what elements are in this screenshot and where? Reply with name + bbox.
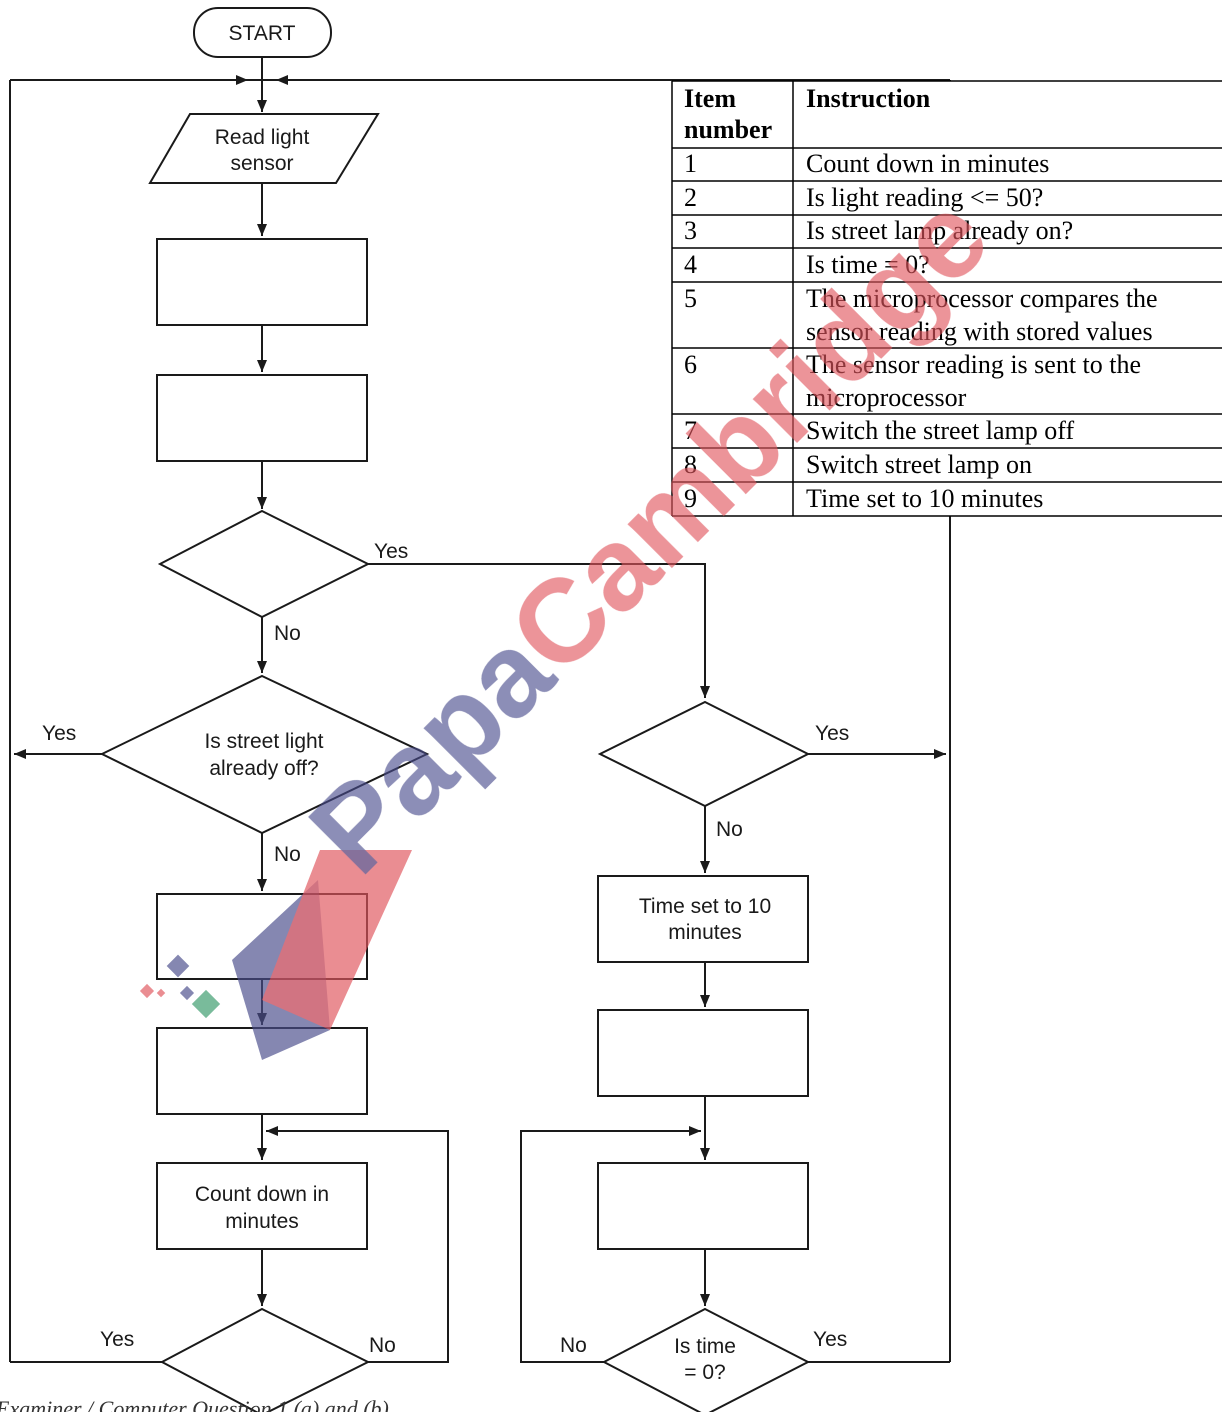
row-4-item: 4: [684, 250, 697, 279]
count-down-line-1: Count down in: [195, 1183, 329, 1206]
empty-process-box-right-2[interactable]: [597, 1162, 809, 1250]
start-terminal: START: [193, 7, 332, 58]
no-label-decision-1: No: [274, 622, 301, 645]
row-6-item: 6: [684, 350, 697, 379]
row-5-instruction-line-1: The microprocessor compares the: [806, 284, 1158, 313]
row-3-item: 3: [684, 216, 697, 245]
row-4-instruction: Is time = 0?: [806, 250, 930, 279]
row-7-instruction: Switch the street lamp off: [806, 416, 1074, 445]
yes-label-is-time-zero: Yes: [813, 1328, 847, 1351]
count-down-line-2: minutes: [225, 1210, 299, 1233]
no-label-decision-2: No: [274, 843, 301, 866]
time-set-line-2: minutes: [668, 921, 742, 944]
is-time-zero-line-1: Is time: [674, 1335, 736, 1358]
row-6-instruction-line-1: The sensor reading is sent to the: [806, 350, 1141, 379]
row-7-item: 7: [684, 416, 697, 445]
row-2-instruction: Is light reading <= 50?: [806, 183, 1043, 212]
header-item-line-2: number: [684, 115, 772, 144]
row-8-item: 8: [684, 450, 697, 479]
row-6-instruction-line-2: microprocessor: [806, 383, 967, 412]
watermark-text: PapaCambridge: [285, 170, 1014, 899]
read-sensor-line-2: sensor: [230, 152, 293, 175]
row-1-instruction: Count down in minutes: [806, 149, 1049, 178]
row-1-item: 1: [684, 149, 697, 178]
footer-text: Examiner / Computer Question 1 (a) and (…: [0, 1396, 389, 1412]
time-set-line-1: Time set to 10: [639, 895, 771, 918]
no-label-is-time-zero: No: [560, 1334, 587, 1357]
read-sensor-line-1: Read light: [215, 126, 310, 149]
is-time-zero-decision: Is time = 0?: [601, 1307, 811, 1412]
empty-decision-1[interactable]: [157, 509, 371, 619]
empty-decision-bottom-left[interactable]: [159, 1307, 371, 1412]
time-set-process: Time set to 10 minutes: [597, 875, 809, 963]
empty-process-box-right-1[interactable]: [597, 1009, 809, 1097]
row-9-instruction: Time set to 10 minutes: [806, 484, 1043, 513]
row-8-instruction: Switch street lamp on: [806, 450, 1032, 479]
row-9-item: 9: [684, 484, 697, 513]
start-label: START: [229, 22, 296, 45]
row-5-item: 5: [684, 284, 697, 313]
row-2-item: 2: [684, 183, 697, 212]
empty-process-box-2[interactable]: [156, 374, 368, 462]
no-label-decision-right: No: [716, 818, 743, 841]
header-instruction: Instruction: [806, 84, 931, 113]
instruction-table: Item number Instruction 1 Count down in …: [671, 80, 1222, 517]
header-item-line-1: Item: [684, 84, 736, 113]
street-light-off-decision: Is street light already off?: [99, 674, 430, 835]
street-light-off-line-2: already off?: [209, 757, 318, 780]
empty-decision-right[interactable]: [597, 700, 811, 808]
count-down-process: Count down in minutes: [156, 1162, 368, 1250]
no-label-decision-bottom-left: No: [369, 1334, 396, 1357]
branch-labels: Yes No Yes No Yes No Yes No No Yes: [42, 540, 849, 1357]
is-time-zero-line-2: = 0?: [684, 1361, 725, 1384]
empty-process-box-1[interactable]: [156, 238, 368, 326]
read-sensor-input: Read light sensor: [148, 113, 380, 184]
row-3-instruction: Is street lamp already on?: [806, 216, 1073, 245]
row-5-instruction-line-2: sensor reading with stored values: [806, 317, 1153, 346]
yes-label-decision-right: Yes: [815, 722, 849, 745]
yes-label-decision-1: Yes: [374, 540, 408, 563]
yes-label-decision-2: Yes: [42, 722, 76, 745]
street-light-off-line-1: Is street light: [204, 730, 323, 753]
yes-label-decision-bottom-left: Yes: [100, 1328, 134, 1351]
